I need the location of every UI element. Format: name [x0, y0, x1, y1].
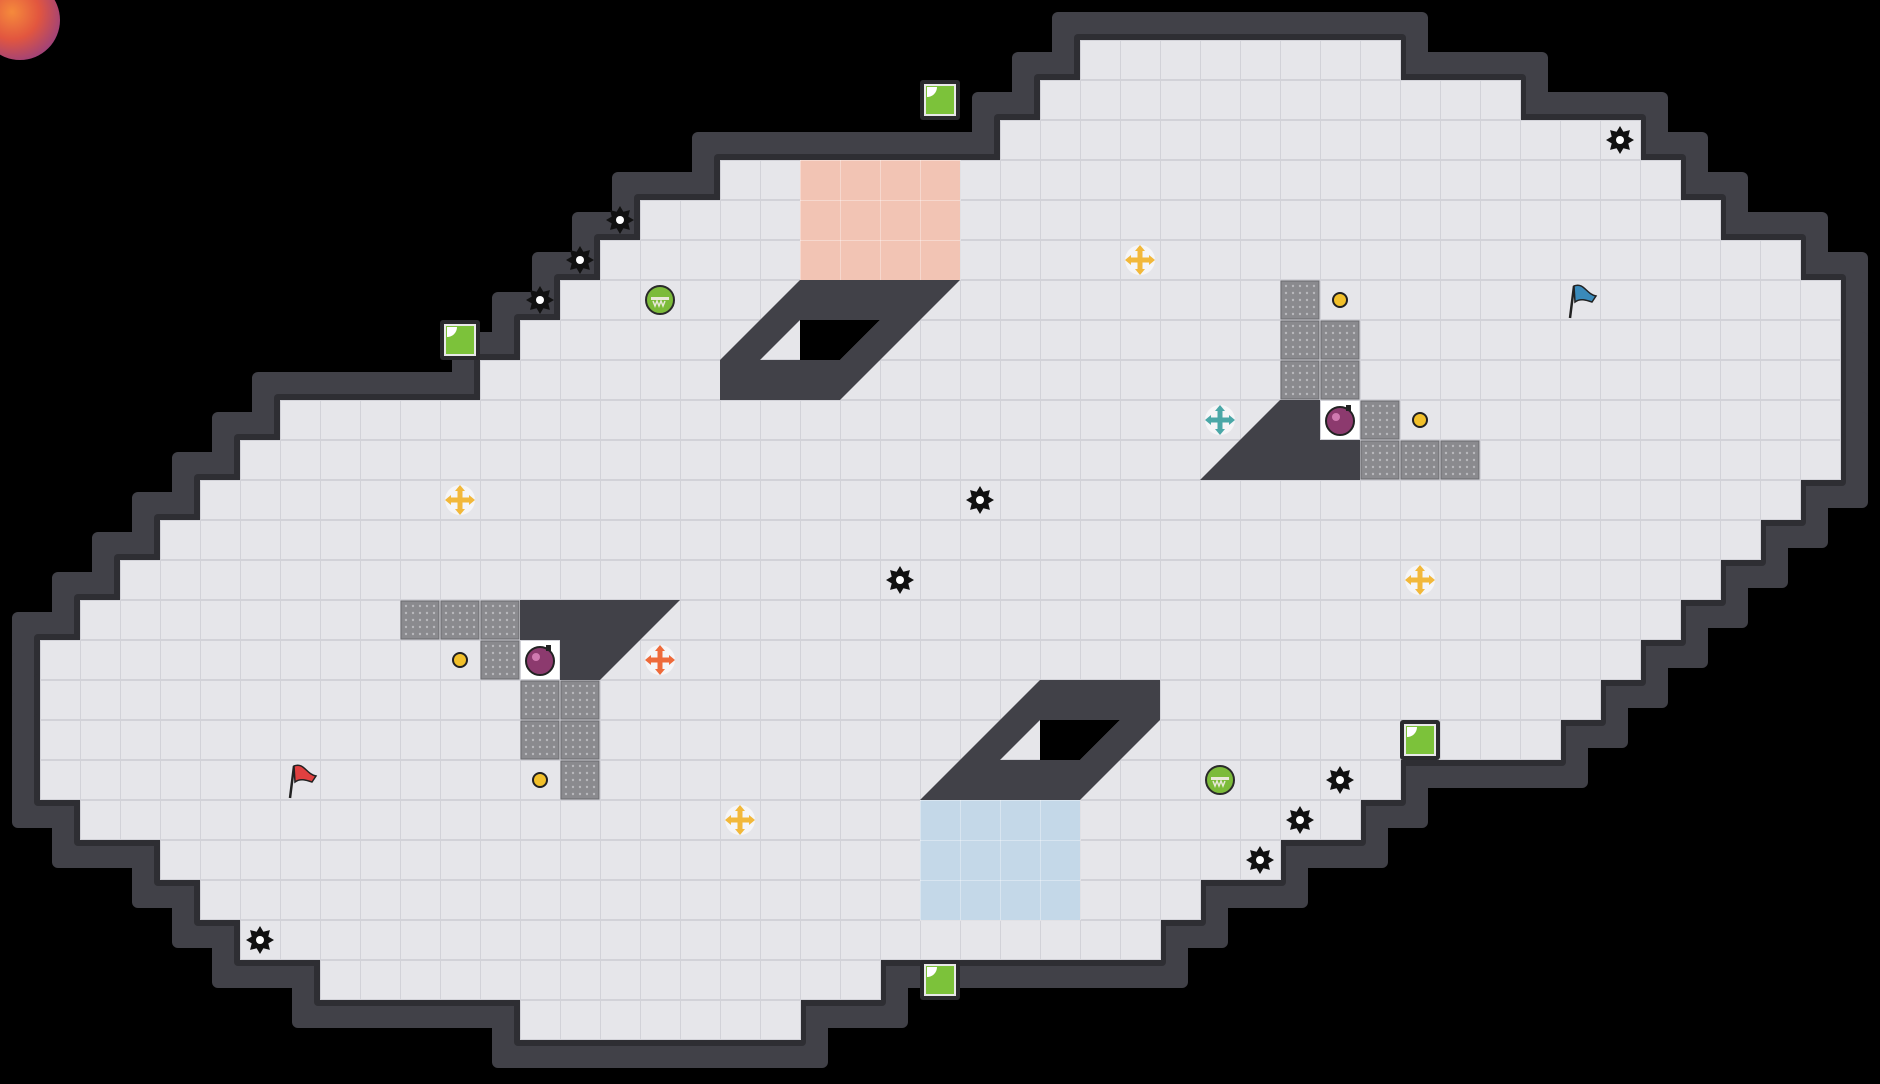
- coin-pickup: [1332, 292, 1348, 308]
- red-flag: [288, 764, 318, 799]
- spike-mine: [966, 486, 994, 514]
- bomb-item: [521, 641, 559, 679]
- coin-pickup: [532, 772, 548, 788]
- coin-pickup: [452, 652, 468, 668]
- yellow-boost-pad: [725, 805, 755, 835]
- wall-gap: [1040, 720, 1120, 760]
- wall-gap: [800, 320, 880, 360]
- floor-row: [520, 320, 1840, 360]
- portal-tile: [920, 960, 960, 1000]
- grate-tiles: [400, 280, 1480, 800]
- spike-mine: [1286, 806, 1314, 834]
- wall-wedge-left: [520, 600, 680, 680]
- spike-mine: [1246, 846, 1274, 874]
- grate-tile: [560, 760, 600, 800]
- bomb-item: [1321, 401, 1359, 439]
- floor-row: [520, 1000, 800, 1040]
- yellow-boost-pad: [1125, 245, 1155, 275]
- blue-team-base: [920, 800, 1081, 921]
- wall-block-upper: [720, 280, 960, 400]
- orange-boost-pad: [645, 645, 675, 675]
- spike-mine: [1326, 766, 1354, 794]
- floor-row: [240, 920, 1160, 960]
- floor-row: [280, 400, 1840, 440]
- floor-row: [40, 680, 1600, 720]
- spike-mine: [606, 206, 634, 234]
- yellow-boost-pad: [445, 485, 475, 515]
- teal-boost-pad: [1205, 405, 1235, 435]
- spike-mine: [886, 566, 914, 594]
- blue-flag: [1568, 284, 1598, 319]
- spike-mine: [246, 926, 274, 954]
- spike-mine: [566, 246, 594, 274]
- powerup-orb: [645, 285, 675, 315]
- powerup-orb: [1205, 765, 1235, 795]
- portal-tile: [920, 80, 960, 120]
- yellow-boost-pad: [1405, 565, 1435, 595]
- wall-wedge-right: [1200, 400, 1360, 480]
- red-team-base: [800, 160, 961, 281]
- wall-block-lower: [920, 680, 1160, 800]
- coin-pickup: [1412, 412, 1428, 428]
- spike-mine: [526, 286, 554, 314]
- spike-mine: [1606, 126, 1634, 154]
- floor-grid: [40, 40, 1841, 1040]
- portal-tile: [1400, 720, 1440, 760]
- grate-tile: [560, 680, 600, 720]
- portal-tile: [440, 320, 480, 360]
